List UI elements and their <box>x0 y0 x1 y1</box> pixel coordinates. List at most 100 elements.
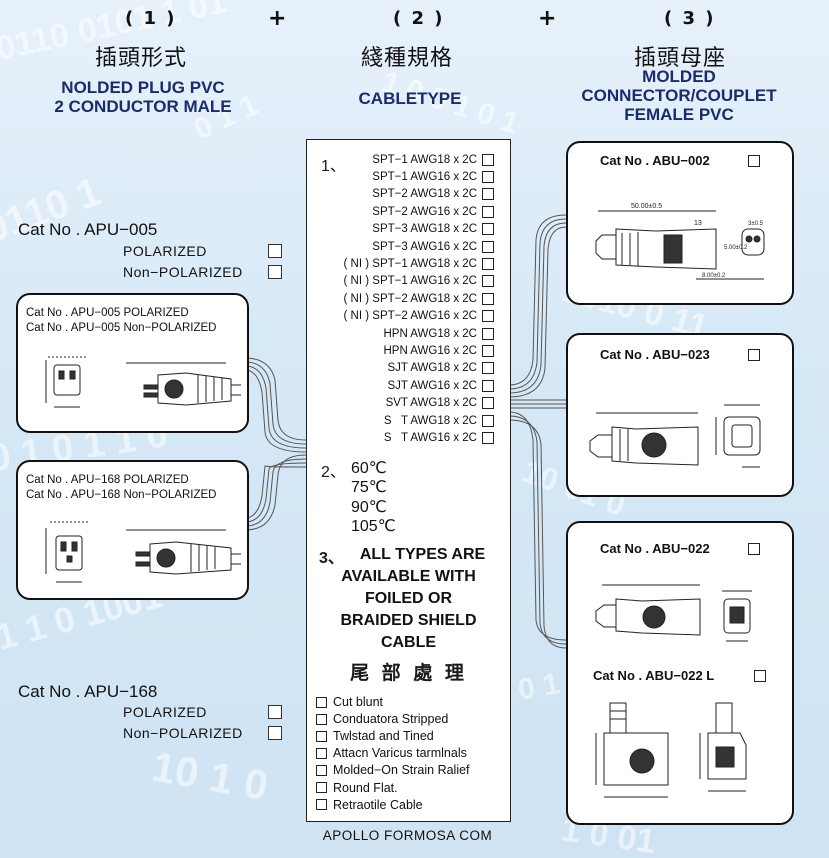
cable-option-row[interactable]: SJT AWG16 x 2C <box>388 377 494 394</box>
cable-option-row[interactable]: HPN AWG16 x 2C <box>383 342 494 359</box>
end-treatment-row[interactable]: Round Flat. <box>316 781 398 795</box>
cable-option-label: SPT−2 AWG16 x 2C <box>372 205 477 218</box>
abu023-checkbox[interactable] <box>748 349 760 361</box>
end-treatment-label: Twlstad and Tined <box>333 729 434 744</box>
cable-option-row[interactable]: ( NI ) SPT−2 AWG16 x 2C <box>344 308 494 325</box>
end-treatment-row[interactable]: Attacn Varicus tarmlnals <box>316 746 467 760</box>
cable-option-label: S T AWG16 x 2C <box>383 431 477 444</box>
temp-90: 90℃ <box>351 499 387 516</box>
end-treatment-row[interactable]: Twlstad and Tined <box>316 729 434 743</box>
cable-option-label: SPT−1 AWG16 x 2C <box>372 170 477 183</box>
cable-option-label: S T AWG18 x 2C <box>383 414 477 427</box>
end-treatment-checkbox[interactable] <box>316 730 327 742</box>
cable-option-label: SVT AWG18 x 2C <box>385 397 477 410</box>
col1-number: ( 1 ) <box>125 8 177 29</box>
end-treatment-checkbox[interactable] <box>316 782 327 793</box>
col3-title-line3: FEMALE PVC <box>624 105 734 124</box>
cable-option-checkbox[interactable] <box>482 362 494 375</box>
cable-option-label: SPT−2 AWG18 x 2C <box>372 188 477 201</box>
abu022l-connector-drawing <box>595 702 747 798</box>
cable-option-label: SPT−3 AWG18 x 2C <box>372 223 477 236</box>
abu002-dim-pitch: 8.00±0.2 <box>702 273 726 279</box>
cable-option-row[interactable]: SPT−1 AWG16 x 2C <box>372 168 494 185</box>
cable-option-checkbox[interactable] <box>482 414 494 427</box>
cable-option-row[interactable]: SPT−2 AWG16 x 2C <box>372 203 494 220</box>
end-treatment-label: Conduatora Stripped <box>333 712 449 727</box>
end-treatment-row[interactable]: Conduatora Stripped <box>316 712 448 726</box>
cable-option-checkbox[interactable] <box>482 431 494 444</box>
end-treatment-label: Attacn Varicus tarmlnals <box>333 746 467 761</box>
types-line3: FOILED OR <box>364 590 453 607</box>
apu168-drawing-panel: Cat No . APU−168 POLARIZED Cat No . APU−… <box>16 460 249 600</box>
cable-option-row[interactable]: SPT−3 AWG16 x 2C <box>372 238 494 255</box>
plus-sign-1: + <box>268 6 287 31</box>
apu005-nonpolarized-checkbox[interactable] <box>268 265 282 279</box>
abu023-panel: Cat No . ABU−023 <box>566 333 794 497</box>
apu168-polarized-checkbox[interactable] <box>268 705 282 719</box>
cable-option-checkbox[interactable] <box>482 188 494 201</box>
end-treatment-row[interactable]: Retraotile Cable <box>316 798 423 812</box>
types-line1: ALL TYPES ARE <box>359 546 486 563</box>
end-treatment-label: Retraotile Cable <box>333 797 423 812</box>
apu005-title: Cat No . APU−005 <box>18 220 158 239</box>
end-treatment-checkbox[interactable] <box>316 747 327 759</box>
cable-option-row[interactable]: ( NI ) SPT−2 AWG18 x 2C <box>344 290 494 307</box>
cable-option-checkbox[interactable] <box>482 310 494 323</box>
cable-option-checkbox[interactable] <box>482 153 494 166</box>
abu023-label: Cat No . ABU−023 <box>600 347 710 362</box>
cable-option-checkbox[interactable] <box>482 344 494 357</box>
types-line4: BRAIDED SHIELD <box>340 612 477 629</box>
cable-option-checkbox[interactable] <box>482 397 494 410</box>
cable-option-row[interactable]: SVT AWG18 x 2C <box>386 395 494 412</box>
cable-option-row[interactable]: ( NI ) SPT−1 AWG16 x 2C <box>344 273 494 290</box>
apu005-polarized-checkbox[interactable] <box>268 244 282 258</box>
apu168-nonpolarized-checkbox[interactable] <box>268 726 282 740</box>
cable-option-checkbox[interactable] <box>482 379 494 392</box>
abu002-checkbox[interactable] <box>748 155 760 167</box>
cable-option-checkbox[interactable] <box>482 223 494 236</box>
cable-option-label: SJT AWG18 x 2C <box>387 362 477 375</box>
cable-option-row[interactable]: HPN AWG18 x 2C <box>383 325 494 342</box>
cable-option-checkbox[interactable] <box>482 170 494 183</box>
cable-option-row[interactable]: SJT AWG18 x 2C <box>388 360 494 377</box>
end-treatment-checkbox[interactable] <box>316 696 327 708</box>
apu005-box-line1: Cat No . APU−005 POLARIZED <box>26 307 189 319</box>
abu022-checkbox[interactable] <box>748 543 760 555</box>
col3-title-line1: MOLDED <box>642 67 716 86</box>
abu002-label: Cat No . ABU−002 <box>600 153 710 168</box>
apu005-polarized-label: POLARIZED <box>123 243 207 259</box>
abu002-dim-width: 5.00±0.2 <box>724 245 748 251</box>
end-treatment-row[interactable]: Molded−On Strain Ralief <box>316 763 470 777</box>
cable-option-row[interactable]: S T AWG18 x 2C <box>384 412 494 429</box>
cable-option-row[interactable]: SPT−1 AWG18 x 2C <box>372 151 494 168</box>
cable-option-checkbox[interactable] <box>482 205 494 218</box>
cable-option-label: SPT−1 AWG18 x 2C <box>372 153 477 166</box>
cable-option-checkbox[interactable] <box>482 257 494 270</box>
cable-option-row[interactable]: SPT−3 AWG18 x 2C <box>372 221 494 238</box>
cable-option-row[interactable]: S T AWG16 x 2C <box>384 429 494 446</box>
cable-option-label: SPT−3 AWG16 x 2C <box>372 240 477 253</box>
cable-option-row[interactable]: ( NI ) SPT−1 AWG18 x 2C <box>344 255 494 272</box>
cable-option-label: ( NI ) SPT−1 AWG18 x 2C <box>343 257 477 270</box>
types-line5: CABLE <box>380 634 437 651</box>
cable-option-checkbox[interactable] <box>482 327 494 340</box>
cable-option-checkbox[interactable] <box>482 240 494 253</box>
types-line2: AVAILABLE WITH <box>341 568 476 585</box>
col3-chinese-title: 插頭母座 <box>634 46 727 71</box>
end-treatment-row[interactable]: Cut blunt <box>316 695 383 709</box>
end-treatment-checkbox[interactable] <box>316 713 327 725</box>
col1-chinese-title: 插頭形式 <box>95 46 188 71</box>
cable-option-checkbox[interactable] <box>482 275 494 288</box>
cable-option-row[interactable]: SPT−2 AWG18 x 2C <box>372 186 494 203</box>
end-treatment-checkbox[interactable] <box>316 764 327 776</box>
end-treatment-checkbox[interactable] <box>316 799 327 811</box>
cable-option-checkbox[interactable] <box>482 292 494 305</box>
abu002-connector-drawing: 50.00±0.5 13 3±0.5 5.00±0.2 8.00±0.2 <box>595 203 765 280</box>
apu168-nonpolarized-label: Non−POLARIZED <box>123 725 243 741</box>
abu022l-checkbox[interactable] <box>754 670 766 682</box>
cable-option-label: HPN AWG18 x 2C <box>383 327 477 340</box>
abu002-dim-face: 3±0.5 <box>748 221 764 227</box>
plus-sign-2: + <box>538 6 557 31</box>
apu168-box-line1: Cat No . APU−168 POLARIZED <box>26 474 189 486</box>
